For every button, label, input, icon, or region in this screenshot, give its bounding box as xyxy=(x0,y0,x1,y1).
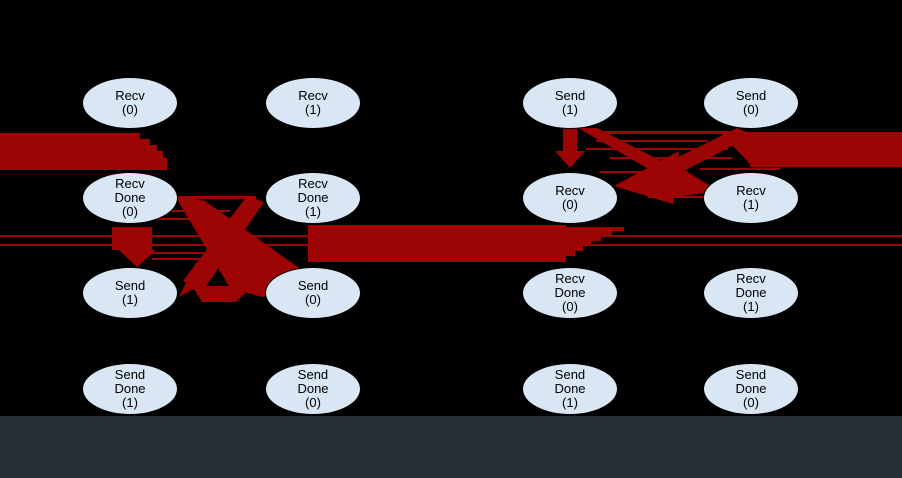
arrow-rightx-shaft xyxy=(563,128,577,152)
node-c1r3: Send (1) xyxy=(82,267,178,319)
arrow-rightx-accent-6 xyxy=(648,196,706,198)
arrow-leftx-accent-2 xyxy=(156,218,244,220)
arrow-band-left-in xyxy=(0,133,128,170)
arrow-leftx-patch xyxy=(192,286,252,302)
arrow-middle-band xyxy=(308,225,566,262)
arrow-band-left-taper xyxy=(128,133,167,170)
arrow-left-downhead xyxy=(119,250,156,267)
arrow-rightx-accent-1 xyxy=(596,140,708,142)
arrow-band-right-taper xyxy=(720,132,750,164)
node-c2r3: Send (0) xyxy=(265,267,361,319)
arrow-rightx-accent-5 xyxy=(700,168,780,170)
arrow-rightx-accent-2 xyxy=(586,148,728,150)
node-c3r2: Recv (0) xyxy=(522,172,618,224)
node-c4r2: Recv (1) xyxy=(703,172,799,224)
arrow-rightx-accent-3 xyxy=(610,157,732,159)
node-c2r4: Send Done (0) xyxy=(265,363,361,415)
node-c4r3: Recv Done (1) xyxy=(703,267,799,319)
arrow-leftx-band-a xyxy=(175,196,302,297)
arrow-leftx-accent-4 xyxy=(152,258,218,260)
arrow-rightx-top-line xyxy=(594,131,742,134)
arrow-band-right-out xyxy=(750,132,902,167)
node-c3r1: Send (1) xyxy=(522,77,618,129)
arrow-rightx-downhead xyxy=(555,151,585,168)
arrow-rightx-bighead xyxy=(614,151,679,204)
arrow-leftx-accent-3 xyxy=(146,252,204,254)
arrow-middle-band-taper xyxy=(566,227,624,256)
bottom-bar xyxy=(0,416,902,478)
arrow-left-block xyxy=(112,227,152,250)
arrow-rightx-accent-4 xyxy=(600,171,666,173)
node-c1r1: Recv (0) xyxy=(82,77,178,129)
node-c1r4: Send Done (1) xyxy=(82,363,178,415)
node-c4r4: Send Done (0) xyxy=(703,363,799,415)
node-c1r2: Recv Done (0) xyxy=(82,172,178,224)
node-c3r3: Recv Done (0) xyxy=(522,267,618,319)
arrow-leftx-head-b xyxy=(179,262,212,297)
arrow-leftx-accent-1 xyxy=(160,210,230,212)
node-c3r4: Send Done (1) xyxy=(522,363,618,415)
arrow-leftx-top-line xyxy=(178,196,256,199)
node-c2r2: Recv Done (1) xyxy=(265,172,361,224)
node-c2r1: Recv (1) xyxy=(265,77,361,129)
node-c4r1: Send (0) xyxy=(703,77,799,129)
